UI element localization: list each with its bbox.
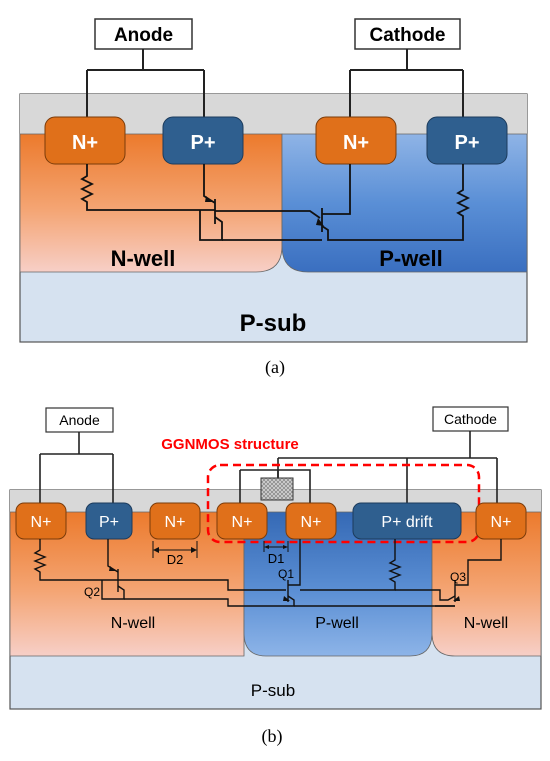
p-plus-drift-label: P+ drift: [381, 514, 433, 531]
n-plus-diffusion-a1: [44, 116, 126, 165]
pwell-region-b: [243, 511, 433, 657]
n-plus-label-b4: N+: [301, 514, 322, 531]
d1-label: D1: [268, 551, 285, 566]
p-plus-diffusion-a2: [426, 116, 508, 165]
nwell-label-a: N-well: [111, 246, 176, 271]
p-plus-diffusion-a1: [162, 116, 244, 165]
d2-dimension: [152, 541, 198, 558]
equivalent-circuit-b: [33, 539, 502, 607]
n-plus-diffusion-b4: [285, 502, 337, 540]
n-plus-label-b5: N+: [491, 514, 512, 531]
n-plus-label-a2: N+: [343, 132, 369, 154]
d2-label: D2: [167, 552, 184, 567]
cathode-label-a: Cathode: [370, 25, 446, 46]
nwell-region-b2: [431, 511, 542, 657]
n-plus-diffusion-a2: [315, 116, 397, 165]
nwell-label-b1: N-well: [111, 615, 155, 632]
n-plus-label-b2: N+: [165, 514, 186, 531]
q3-label: Q3: [450, 570, 466, 584]
pwell-label-b: P-well: [315, 615, 359, 632]
pwell-label-a: P-well: [379, 246, 443, 271]
psub-label-b: P-sub: [251, 681, 295, 700]
p-plus-label-b1: P+: [99, 514, 119, 531]
nwell-label-b2: N-well: [464, 615, 508, 632]
panel-b: Anode Cathode GGNMOS structure N+ P+ N+ …: [9, 406, 542, 747]
gate-poly: [260, 477, 294, 501]
n-plus-label-b3: N+: [232, 514, 253, 531]
ggnmos-outline: [206, 463, 481, 544]
panel-a: Anode Cathode N+ P+ N+ P+: [19, 18, 528, 378]
cathode-label-b: Cathode: [444, 411, 497, 427]
q1-label: Q1: [278, 567, 294, 581]
cathode-box-b: [432, 406, 509, 432]
p-plus-label-a2: P+: [454, 132, 479, 154]
q2-label: Q2: [84, 585, 100, 599]
n-plus-label-b1: N+: [31, 514, 52, 531]
ggnmos-label: GGNMOS structure: [161, 436, 299, 453]
psub-label-a: P-sub: [240, 310, 307, 337]
n-plus-label-a1: N+: [72, 132, 98, 154]
n-plus-diffusion-b1: [15, 502, 67, 540]
caption-b: (b): [262, 726, 283, 747]
p-plus-label-a1: P+: [190, 132, 215, 154]
terminal-wires-a: [86, 49, 464, 118]
n-plus-diffusion-b3: [216, 502, 268, 540]
p-plus-drift-diffusion: [352, 502, 462, 540]
p-plus-diffusion-b1: [85, 502, 133, 540]
d1-dimension: [263, 541, 289, 552]
anode-label-b: Anode: [59, 412, 100, 428]
anode-box-a: [94, 18, 193, 50]
n-plus-diffusion-b2: [149, 502, 201, 540]
anode-label-a: Anode: [114, 25, 173, 46]
caption-a: (a): [265, 357, 285, 378]
pwell-region-a: [281, 133, 528, 273]
